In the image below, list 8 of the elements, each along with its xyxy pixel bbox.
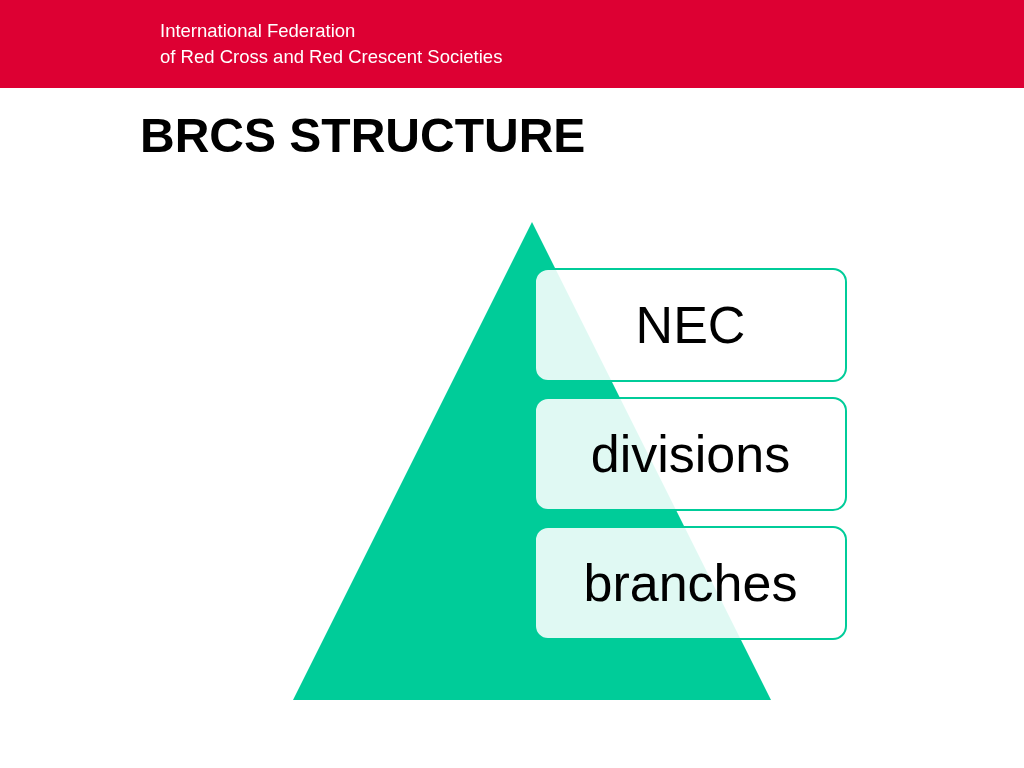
tier-box <box>534 397 847 511</box>
tier-box <box>534 526 847 640</box>
slide-title: BRCS STRUCTURE <box>140 108 586 164</box>
tier-label: branches <box>583 553 798 613</box>
organization-name: International Federation of Red Cross and Red Crescent Societies <box>160 19 503 69</box>
tier-box <box>534 268 847 382</box>
tier-label: NEC <box>635 295 746 355</box>
tier-label: divisions <box>590 424 791 484</box>
